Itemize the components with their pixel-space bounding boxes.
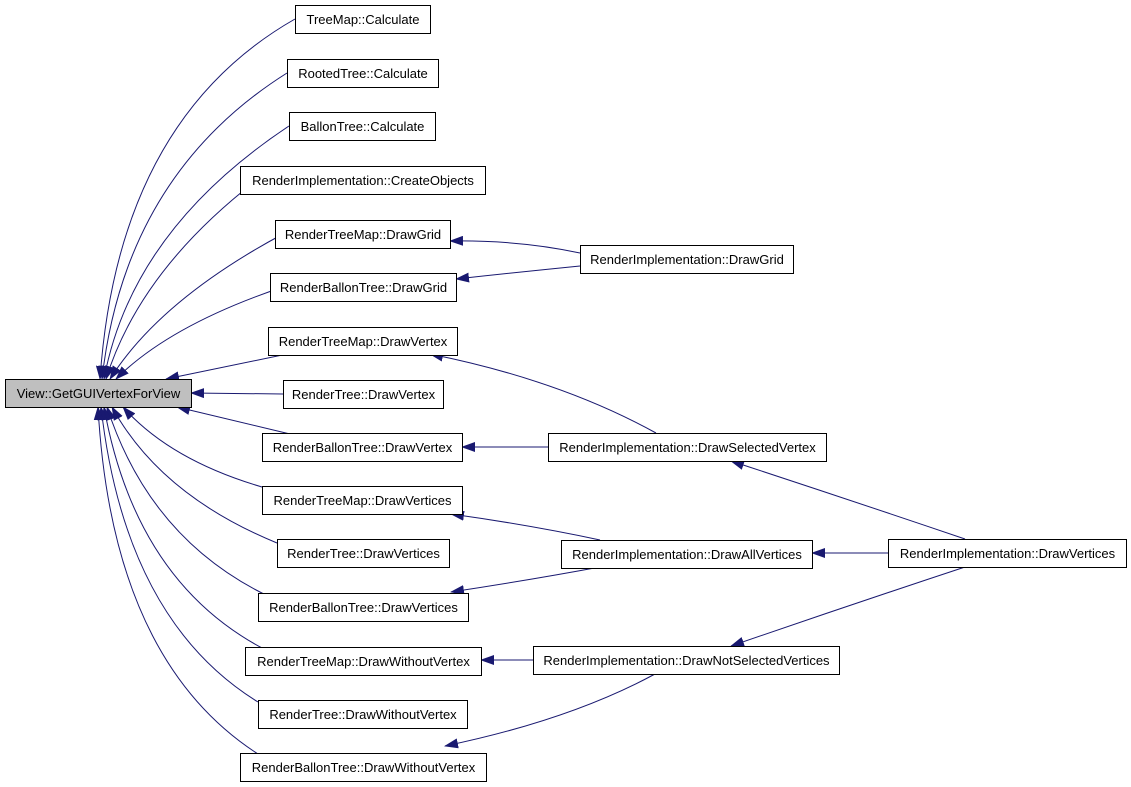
node-rt-without[interactable]: RenderTree::DrawWithoutVertex bbox=[258, 700, 468, 729]
node-box[interactable] bbox=[287, 59, 439, 88]
node-label: RenderBallonTree::DrawVertices bbox=[269, 600, 458, 615]
edge-bt_calc-to-view bbox=[101, 125, 290, 380]
node-rt-vertex[interactable]: RenderTree::DrawVertex bbox=[283, 380, 444, 409]
edge-rbt_without-to-view bbox=[93, 406, 259, 755]
node-label: RenderTreeMap::DrawVertex bbox=[279, 334, 448, 349]
node-box[interactable] bbox=[561, 540, 813, 569]
edge-ri_vertices-to-ri_selected bbox=[730, 460, 966, 540]
node-ri-grid[interactable]: RenderImplementation::DrawGrid bbox=[580, 245, 794, 274]
node-box[interactable] bbox=[5, 379, 192, 408]
node-rtm-grid[interactable]: RenderTreeMap::DrawGrid bbox=[275, 220, 451, 249]
edge-ri_all-to-rbt_vertices bbox=[450, 566, 601, 595]
node-rtm-without[interactable]: RenderTreeMap::DrawWithoutVertex bbox=[245, 647, 482, 676]
edge-rt_without-to-view bbox=[97, 406, 259, 703]
node-label: RenderBallonTree::DrawGrid bbox=[280, 280, 447, 295]
node-label: RenderBallonTree::DrawWithoutVertex bbox=[252, 760, 476, 775]
node-ri-notselected[interactable]: RenderImplementation::DrawNotSelectedVer… bbox=[533, 646, 840, 675]
node-label: RenderTreeMap::DrawWithoutVertex bbox=[257, 654, 470, 669]
node-box[interactable] bbox=[268, 327, 458, 356]
node-box[interactable] bbox=[240, 166, 486, 195]
node-label: BallonTree::Calculate bbox=[301, 119, 425, 134]
edge-rbt_vertices-to-view bbox=[106, 406, 271, 598]
node-rbt-vertex[interactable]: RenderBallonTree::DrawVertex bbox=[262, 433, 463, 462]
node-bt-calc[interactable]: BallonTree::Calculate bbox=[289, 112, 436, 141]
node-label: TreeMap::Calculate bbox=[307, 12, 420, 27]
edge-ri_vertices-to-ri_notselected bbox=[730, 566, 966, 647]
node-label: RenderTree::DrawWithoutVertex bbox=[269, 707, 457, 722]
node-box[interactable] bbox=[258, 700, 468, 729]
node-tm-calc[interactable]: TreeMap::Calculate bbox=[295, 5, 431, 34]
edge-ri_notselected-to-rbt_without bbox=[444, 673, 656, 749]
edge-rt_vertex-to-view bbox=[190, 388, 284, 399]
edge-ri_grid-to-rtm_grid bbox=[449, 235, 581, 254]
node-label: RenderTreeMap::DrawGrid bbox=[285, 227, 441, 242]
node-view[interactable]: View::GetGUIVertexForView bbox=[5, 379, 192, 408]
node-box[interactable] bbox=[240, 753, 487, 782]
edge-rbt_vertex-to-view bbox=[176, 405, 291, 435]
node-rtm-vertices[interactable]: RenderTreeMap::DrawVertices bbox=[262, 486, 463, 515]
edge-ri_create-to-view bbox=[105, 179, 258, 380]
node-box[interactable] bbox=[295, 5, 431, 34]
node-ri-all[interactable]: RenderImplementation::DrawAllVertices bbox=[561, 540, 813, 569]
node-label: RenderImplementation::DrawAllVertices bbox=[572, 547, 802, 562]
edge-rtm_without-to-view bbox=[101, 406, 263, 649]
edge-ri_all-to-rtm_vertices bbox=[450, 510, 601, 541]
node-box[interactable] bbox=[258, 593, 469, 622]
edge-rbt_grid-to-view bbox=[115, 286, 284, 380]
node-label: RenderImplementation::DrawNotSelectedVer… bbox=[543, 653, 830, 668]
node-rbt-without[interactable]: RenderBallonTree::DrawWithoutVertex bbox=[240, 753, 487, 782]
edge-rt_vertices-to-view bbox=[111, 406, 278, 544]
node-box[interactable] bbox=[262, 486, 463, 515]
node-label: RenderImplementation::DrawGrid bbox=[590, 252, 784, 267]
node-label: RenderBallonTree::DrawVertex bbox=[273, 440, 453, 455]
edge-tm_calc-to-view bbox=[95, 18, 296, 380]
edge-rtm_vertex-to-view bbox=[165, 352, 293, 382]
node-box[interactable] bbox=[275, 220, 451, 249]
edge-ri_selected-to-rtm_vertex bbox=[429, 351, 657, 434]
edge-ri_grid-to-rbt_grid bbox=[455, 265, 581, 283]
node-box[interactable] bbox=[283, 380, 444, 409]
node-box[interactable] bbox=[533, 646, 840, 675]
node-label: RenderImplementation::CreateObjects bbox=[252, 173, 474, 188]
node-label: View::GetGUIVertexForView bbox=[17, 386, 181, 401]
node-box[interactable] bbox=[888, 539, 1127, 568]
node-ri-selected[interactable]: RenderImplementation::DrawSelectedVertex bbox=[548, 433, 827, 462]
edges-layer bbox=[93, 18, 966, 755]
node-box[interactable] bbox=[548, 433, 827, 462]
node-rt-vertices[interactable]: RenderTree::DrawVertices bbox=[277, 539, 450, 568]
node-rt-calc[interactable]: RootedTree::Calculate bbox=[287, 59, 439, 88]
node-rtm-vertex[interactable]: RenderTreeMap::DrawVertex bbox=[268, 327, 458, 356]
node-box[interactable] bbox=[270, 273, 457, 302]
node-rbt-grid[interactable]: RenderBallonTree::DrawGrid bbox=[270, 273, 457, 302]
node-label: RenderTree::DrawVertex bbox=[292, 387, 436, 402]
node-label: RenderTree::DrawVertices bbox=[287, 546, 440, 561]
node-box[interactable] bbox=[262, 433, 463, 462]
node-ri-vertices[interactable]: RenderImplementation::DrawVertices bbox=[888, 539, 1127, 568]
node-label: RenderTreeMap::DrawVertices bbox=[274, 493, 452, 508]
node-rbt-vertices[interactable]: RenderBallonTree::DrawVertices bbox=[258, 593, 469, 622]
node-label: RenderImplementation::DrawVertices bbox=[900, 546, 1116, 561]
node-ri-create[interactable]: RenderImplementation::CreateObjects bbox=[240, 166, 486, 195]
edge-rtm_vertices-to-view bbox=[122, 406, 263, 488]
nodes-layer: View::GetGUIVertexForView TreeMap::Calcul… bbox=[5, 5, 1127, 782]
node-box[interactable] bbox=[580, 245, 794, 274]
edge-rt_calc-to-view bbox=[98, 72, 288, 380]
node-label: RootedTree::Calculate bbox=[298, 66, 428, 81]
node-box[interactable] bbox=[289, 112, 436, 141]
node-label: RenderImplementation::DrawSelectedVertex bbox=[559, 440, 816, 455]
edge-rtm_grid-to-view bbox=[109, 233, 284, 380]
node-box[interactable] bbox=[277, 539, 450, 568]
node-box[interactable] bbox=[245, 647, 482, 676]
